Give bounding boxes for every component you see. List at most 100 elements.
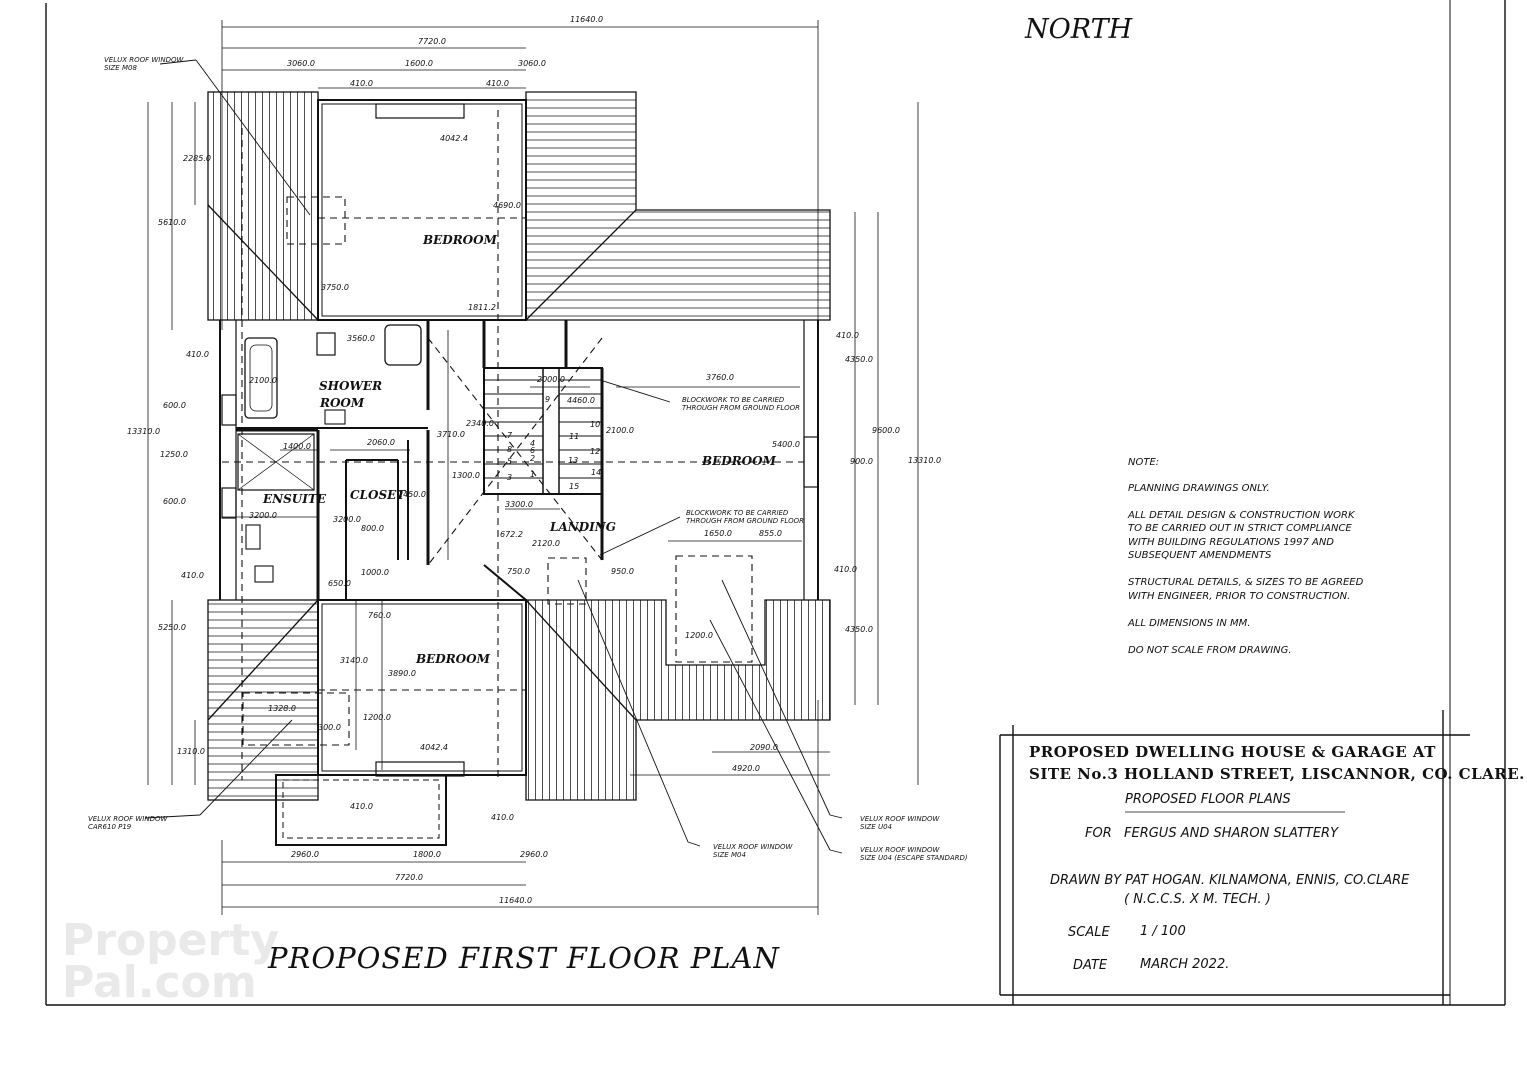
dim-inner-bottom: 7720.0 <box>395 873 423 882</box>
dim-410-left-1: 410.0 <box>186 350 209 359</box>
dim-9600: 9600.0 <box>872 426 900 435</box>
dim-3140: 3140.0 <box>340 656 368 665</box>
dim-2090: 2090.0 <box>750 743 778 752</box>
dim-south-room-width: 4042.4 <box>420 743 448 752</box>
dim-1310: 1310.0 <box>177 747 205 756</box>
callout-velux-m04-line2: SIZE M04 <box>713 851 746 860</box>
dim-750: 750.0 <box>507 567 530 576</box>
project-title-line1: PROPOSED DWELLING HOUSE & GARAGE AT <box>1029 743 1436 761</box>
callout-blockwork-1: BLOCKWORK TO BE CARRIED THROUGH FROM GRO… <box>682 396 800 413</box>
stair-step-3: 3 <box>507 473 513 482</box>
callout-velux-m08-line2: SIZE M08 <box>104 64 137 73</box>
callout-velux-p19: VELUX ROOF WINDOW CAR610 P19 <box>88 815 167 832</box>
dim-overall-bottom: 11640.0 <box>499 896 533 905</box>
dim-600-b: 600.0 <box>163 497 186 506</box>
notes-heading: NOTE: <box>1128 457 1160 468</box>
note-line: PLANNING DRAWINGS ONLY. <box>1128 482 1270 494</box>
dim-3200-b: 3200.0 <box>333 515 361 524</box>
dim-410-left-2: 410.0 <box>181 571 204 580</box>
dim-3560: 3560.0 <box>347 334 375 343</box>
dim-950: 950.0 <box>611 567 634 576</box>
dim-1200-a: 1200.0 <box>363 713 391 722</box>
room-label-closet: CLOSET <box>350 488 406 502</box>
stair-step-14: 14 <box>591 468 602 477</box>
note-line <box>1128 563 1363 577</box>
dim-top-left: 3060.0 <box>287 59 315 68</box>
room-label-landing: LANDING <box>550 520 616 534</box>
scale-label: SCALE <box>1068 925 1110 940</box>
callout-velux-u04: VELUX ROOF WINDOW SIZE U04 <box>860 815 939 832</box>
scale-value: 1 / 100 <box>1140 924 1186 939</box>
dim-4460: 4460.0 <box>567 396 595 405</box>
note-line: ALL DETAIL DESIGN & CONSTRUCTION WORK <box>1128 509 1355 521</box>
notes-block: NOTE: PLANNING DRAWINGS ONLY. ALL DETAIL… <box>1128 456 1363 657</box>
dim-3200-a: 3200.0 <box>249 511 277 520</box>
dim-overall-top: 11640.0 <box>570 15 604 24</box>
stair-step-12: 12 <box>590 447 601 456</box>
title-block-frame <box>999 710 1470 1005</box>
stair-step-1: 1 <box>530 470 536 479</box>
drawn-by-label: DRAWN BY <box>1050 873 1122 888</box>
dim-1300: 1300.0 <box>452 471 480 480</box>
drawn-by-name: PAT HOGAN. KILNAMONA, ENNIS, CO.CLARE <box>1125 873 1410 888</box>
dim-bottom-mid: 1800.0 <box>413 850 441 859</box>
dim-900: 900.0 <box>850 457 873 466</box>
plan-title: PROPOSED FIRST FLOOR PLAN <box>268 941 780 975</box>
dashed-lines <box>222 110 804 780</box>
callout-blockwork-2-line2: THROUGH FROM GROUND FLOOR <box>686 517 804 526</box>
dim-2100-left: 2100.0 <box>249 376 277 385</box>
dim-bottom-410-a: 410.0 <box>350 802 373 811</box>
callout-velux-p19-line1: VELUX ROOF WINDOW <box>88 815 168 823</box>
date-label: DATE <box>1073 958 1108 973</box>
sheet-border <box>45 0 1506 1006</box>
dim-top-410-left: 410.0 <box>350 79 373 88</box>
note-line: TO BE CARRIED OUT IN STRICT COMPLIANCE <box>1128 523 1352 534</box>
room-label-ensuite: ENSUITE <box>263 492 326 506</box>
for-label: FOR <box>1085 826 1112 841</box>
callout-velux-m04-line1: VELUX ROOF WINDOW <box>713 843 793 851</box>
note-line: ALL DIMENSIONS IN MM. <box>1128 617 1251 629</box>
note-line: SUBSEQUENT AMENDMENTS <box>1128 550 1272 561</box>
date-value: MARCH 2022. <box>1140 957 1230 972</box>
dimension-lines <box>147 20 919 915</box>
dim-1811: 1811.2 <box>468 303 496 312</box>
room-label-bedroom-south: BEDROOM <box>416 652 490 666</box>
dim-4350-a: 4350.0 <box>845 355 873 364</box>
dim-3710: 3710.0 <box>437 430 465 439</box>
roof-hatch <box>207 91 831 801</box>
project-title-line2: SITE No.3 HOLLAND STREET, LISCANNOR, CO.… <box>1029 765 1525 783</box>
dim-5400: 5400.0 <box>772 440 800 449</box>
stair-step-10: 10 <box>590 420 601 429</box>
callout-velux-m08: VELUX ROOF WINDOW SIZE M08 <box>104 56 183 73</box>
dim-north-room-depth: 4690.0 <box>493 201 521 210</box>
dim-2060: 2060.0 <box>367 438 395 447</box>
dim-13310-left: 13310.0 <box>127 427 161 436</box>
watermark-line-2: Pal.com <box>62 956 257 1008</box>
dim-bottom-left: 2960.0 <box>291 850 319 859</box>
dim-300: 300.0 <box>318 723 341 732</box>
dim-top-mid: 1600.0 <box>405 59 433 68</box>
dim-top-410-right: 410.0 <box>486 79 509 88</box>
dim-2100-stair: 2100.0 <box>606 426 634 435</box>
dim-410-right-1: 410.0 <box>836 331 859 340</box>
stair-step-15: 15 <box>569 482 580 491</box>
room-label-bedroom-east: BEDROOM <box>702 454 776 468</box>
drawn-by-qualification: ( N.C.C.S. X M. TECH. ) <box>1124 892 1271 907</box>
dim-1650: 1650.0 <box>704 529 732 538</box>
callout-velux-m08-line1: VELUX ROOF WINDOW <box>104 56 184 64</box>
dim-650: 650.0 <box>328 579 351 588</box>
callout-velux-u04-line2: SIZE U04 <box>860 823 892 832</box>
note-line <box>1128 603 1363 617</box>
dim-3300: 3300.0 <box>505 500 533 509</box>
dim-bottom-right: 2960.0 <box>520 850 548 859</box>
callout-blockwork-1-line1: BLOCKWORK TO BE CARRIED <box>682 396 785 404</box>
dim-bottom-410-b: 410.0 <box>491 813 514 822</box>
stair-step-8: 8 <box>507 445 513 454</box>
stair-step-13: 13 <box>568 456 579 465</box>
dim-5610: 5610.0 <box>158 218 186 227</box>
dim-2120: 2120.0 <box>532 539 560 548</box>
callout-blockwork-2: BLOCKWORK TO BE CARRIED THROUGH FROM GRO… <box>686 509 804 526</box>
note-line: STRUCTURAL DETAILS, & SIZES TO BE AGREED <box>1128 577 1364 588</box>
dim-1328: 1328.0 <box>268 704 296 713</box>
dim-800: 800.0 <box>361 524 384 533</box>
